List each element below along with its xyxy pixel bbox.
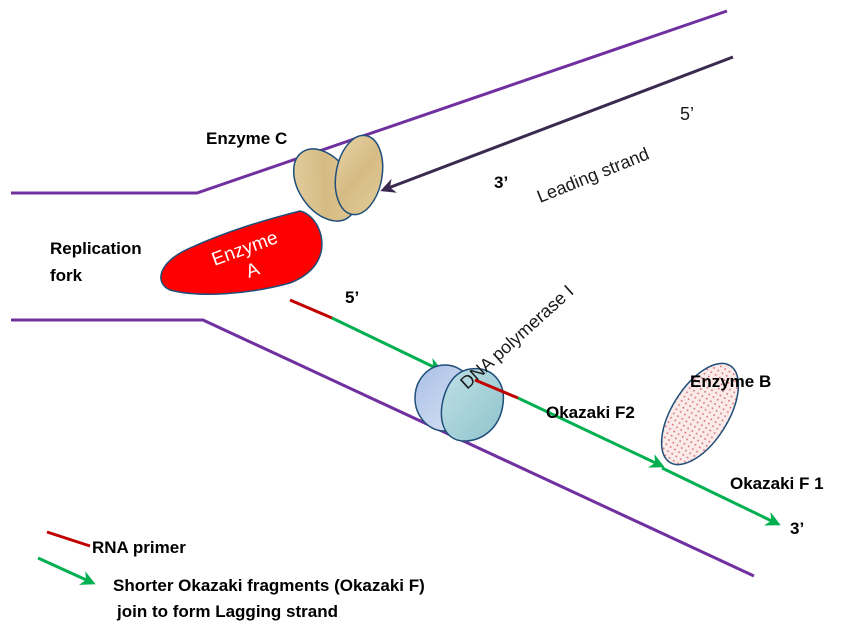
legend-rna-primer-label: RNA primer xyxy=(92,538,186,557)
leading-strand-arrow xyxy=(380,55,734,193)
enzyme-b-shape xyxy=(660,362,740,466)
rna-primer-top xyxy=(289,298,333,320)
bottom-parental-strand xyxy=(11,318,755,578)
five-prime-top-label: 5’ xyxy=(680,104,694,124)
three-prime-bottom-label: 3’ xyxy=(790,519,804,538)
five-prime-middle-label: 5’ xyxy=(345,288,359,307)
okazaki-f1-label: Okazaki F 1 xyxy=(730,474,824,493)
enzyme-c-front xyxy=(334,134,384,216)
rna-primer-middle xyxy=(474,378,519,400)
replication-label: Replication xyxy=(50,239,142,258)
okazaki-f2-arrow xyxy=(517,396,665,468)
okazaki-f2-label: Okazaki F2 xyxy=(546,403,635,422)
leading-strand-label: Leading strand xyxy=(534,144,652,207)
okazaki-f1-arrow xyxy=(661,466,781,526)
enzyme-c-label: Enzyme C xyxy=(206,129,287,148)
enzyme-b-label: Enzyme B xyxy=(690,372,771,391)
legend-okazaki-label-line1: Shorter Okazaki fragments (Okazaki F) xyxy=(113,576,425,595)
legend-okazaki-label-line2: join to form Lagging strand xyxy=(116,602,338,621)
dna-polymerase-label: DNA polymerase I xyxy=(456,281,577,393)
legend-okazaki-arrow xyxy=(37,556,96,585)
legend-rna-primer-line xyxy=(46,530,91,548)
top-parental-strand xyxy=(11,9,728,195)
three-prime-top-label: 3’ xyxy=(494,173,508,192)
okazaki-fragment-upper-arrow xyxy=(331,316,443,372)
fork-label: fork xyxy=(50,266,83,285)
enzyme-a-shape xyxy=(160,210,323,295)
